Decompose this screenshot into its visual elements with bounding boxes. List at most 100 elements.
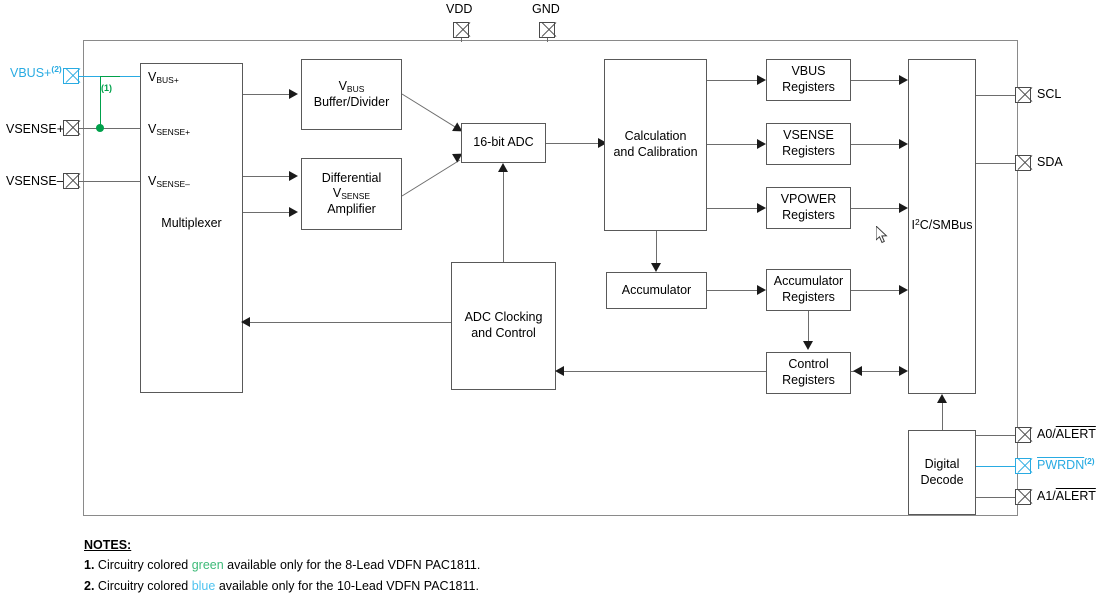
block-label-diffamp-line2: V (332, 186, 342, 201)
block-i2c-smbus[interactable]: I2C/SMBus (908, 59, 976, 394)
wire-calc-to-vpower-registers (707, 208, 761, 209)
block-label-vsense-registers-line1: VSENSE (783, 128, 834, 143)
wire-mux-to-vbus-buffer (243, 94, 291, 95)
wire-adc-to-calculation (546, 143, 602, 144)
arrow-mux-to-diffamp-a (289, 171, 298, 181)
vbus-plus-pin[interactable] (63, 68, 79, 84)
block-label-diffamp-line3: Amplifier (327, 201, 376, 216)
block-label-vbus-registers-line2: Registers (782, 80, 835, 94)
arrow-accumulator-to-accum-registers (757, 285, 766, 295)
wire-mux-to-diffamp-b (243, 212, 291, 213)
wire-vsense-plus (79, 128, 145, 129)
pin-label-a1-alert: A1/ALERT (1037, 489, 1096, 503)
block-label-adc: 16-bit ADC (473, 135, 534, 150)
block-control-registers[interactable]: Control Registers (766, 352, 851, 394)
sda-pin[interactable] (1015, 155, 1031, 171)
chip-boundary (83, 40, 1018, 516)
arrow-adcclock-to-mux (241, 317, 250, 327)
note-item-1: 1. Circuitry colored green available onl… (84, 558, 481, 573)
wire-vdd-to-boundary (461, 38, 462, 42)
arrow-calc-to-accumulator (651, 263, 661, 272)
block-vbus-registers[interactable]: VBUS Registers (766, 59, 851, 101)
wire-vbus-buffer-to-adc (401, 93, 461, 131)
arrow-mux-to-vbus-buffer (289, 89, 298, 99)
wire-digital-decode-to-i2c (942, 402, 943, 430)
wire-i2c-to-scl (976, 95, 1020, 96)
scl-pin[interactable] (1015, 87, 1031, 103)
a0-alert-pin[interactable] (1015, 427, 1031, 443)
vdd-pin[interactable] (453, 22, 469, 38)
block-label-vbus-buffer-line2: Buffer/Divider (313, 94, 390, 109)
arrow-calc-to-vsense-registers (757, 139, 766, 149)
pwrdn-pin[interactable] (1015, 458, 1031, 474)
block-digital-decode[interactable]: Digital Decode (908, 430, 976, 515)
block-differential-vsense-amplifier[interactable]: Differential VSENSE Amplifier (301, 158, 402, 230)
arrow-vsense-registers-to-i2c (899, 139, 908, 149)
wire-vsense-registers-to-i2c (851, 144, 903, 145)
vsense-plus-pin[interactable] (63, 120, 79, 136)
arrow-control-registers-to-adcclock (555, 366, 564, 376)
block-label-adcclock-line1: ADC Clocking (464, 310, 543, 325)
wire-adcclock-to-mux (248, 322, 451, 323)
note-item-2: 2. Circuitry colored blue available only… (84, 578, 479, 593)
block-adc-clocking-and-control[interactable]: ADC Clocking and Control (451, 262, 556, 390)
wire-vsense-minus (79, 181, 145, 182)
vsense-minus-pin[interactable] (63, 173, 79, 189)
pin-label-scl: SCL (1037, 87, 1062, 101)
block-accumulator-registers[interactable]: Accumulator Registers (766, 269, 851, 311)
wire-gnd-to-boundary (547, 38, 548, 42)
pin-label-pwrdn: PWRDN(2) (1037, 456, 1095, 472)
a1-alert-pin[interactable] (1015, 489, 1031, 505)
mux-port-vsense-plus: VSENSE+ (148, 122, 191, 137)
wire-mux-to-diffamp-a (243, 176, 291, 177)
block-label-i2c-smbus: I2C/SMBus (911, 217, 973, 232)
arrow-control-registers-to-i2c (899, 366, 908, 376)
wire-control-registers-to-adcclock (562, 371, 766, 372)
wire-decode-to-a1-alert (976, 497, 1020, 498)
wire-accum-registers-to-i2c (851, 290, 903, 291)
block-label-calc-line1: Calculation (624, 129, 687, 144)
block-label-accumulator: Accumulator (621, 282, 692, 297)
block-label-accum-registers-line2: Registers (782, 290, 835, 304)
block-label-diffamp-line1: Differential (321, 170, 382, 185)
block-calculation-and-calibration[interactable]: Calculation and Calibration (604, 59, 707, 231)
note-2-color-word: blue (191, 578, 216, 593)
arrow-accum-registers-to-i2c (899, 285, 908, 295)
block-label-vbus-registers-line1: VBUS (791, 64, 826, 79)
block-label-digital-decode-line2: Decode (920, 472, 964, 487)
arrow-adcclock-to-adc (498, 163, 508, 172)
wire-calc-to-vbus-registers (707, 80, 761, 81)
wire-calc-to-accumulator (656, 231, 657, 267)
block-label-control-registers-line1: Control (788, 357, 829, 372)
wire-calc-to-vsense-registers (707, 144, 761, 145)
block-vsense-registers[interactable]: VSENSE Registers (766, 123, 851, 165)
gnd-pin[interactable] (539, 22, 555, 38)
wire-accum-registers-to-control-registers (808, 311, 809, 343)
pin-label-vsense-plus: VSENSE+ (6, 122, 65, 136)
block-16bit-adc[interactable]: 16-bit ADC (461, 123, 546, 163)
block-label-digital-decode-line1: Digital (924, 456, 960, 471)
arrow-digital-decode-to-i2c (937, 394, 947, 403)
arrow-vbus-registers-to-i2c (899, 75, 908, 85)
block-accumulator[interactable]: Accumulator (606, 272, 707, 309)
annotation-note-1: (1) (101, 83, 112, 93)
block-label-control-registers-line2: Registers (782, 373, 835, 387)
pin-label-sda: SDA (1037, 155, 1063, 169)
arrow-mux-to-diffamp-b (289, 207, 298, 217)
arrow-calc-to-vpower-registers (757, 203, 766, 213)
wire-i2c-to-sda (976, 163, 1020, 164)
wire-decode-to-a0-alert (976, 435, 1020, 436)
wire-green-branch-vertical (100, 76, 101, 129)
pin-label-a0-alert: A0/ALERT (1037, 427, 1096, 441)
block-vpower-registers[interactable]: VPOWER Registers (766, 187, 851, 229)
arrow-adc-to-calculation (598, 138, 607, 148)
wire-adcclock-to-adc (503, 170, 504, 262)
block-vbus-buffer-divider[interactable]: VBUS Buffer/Divider (301, 59, 402, 130)
arrow-vpower-registers-to-i2c (899, 203, 908, 213)
notes-heading: NOTES: (84, 538, 132, 552)
junction-dot-vsense-plus (96, 124, 104, 132)
mux-port-vsense-minus: VSENSE– (148, 174, 190, 189)
wire-decode-to-pwrdn (976, 466, 1020, 467)
wire-diffamp-to-adc (401, 159, 461, 197)
block-multiplexer[interactable]: Multiplexer (140, 63, 243, 393)
